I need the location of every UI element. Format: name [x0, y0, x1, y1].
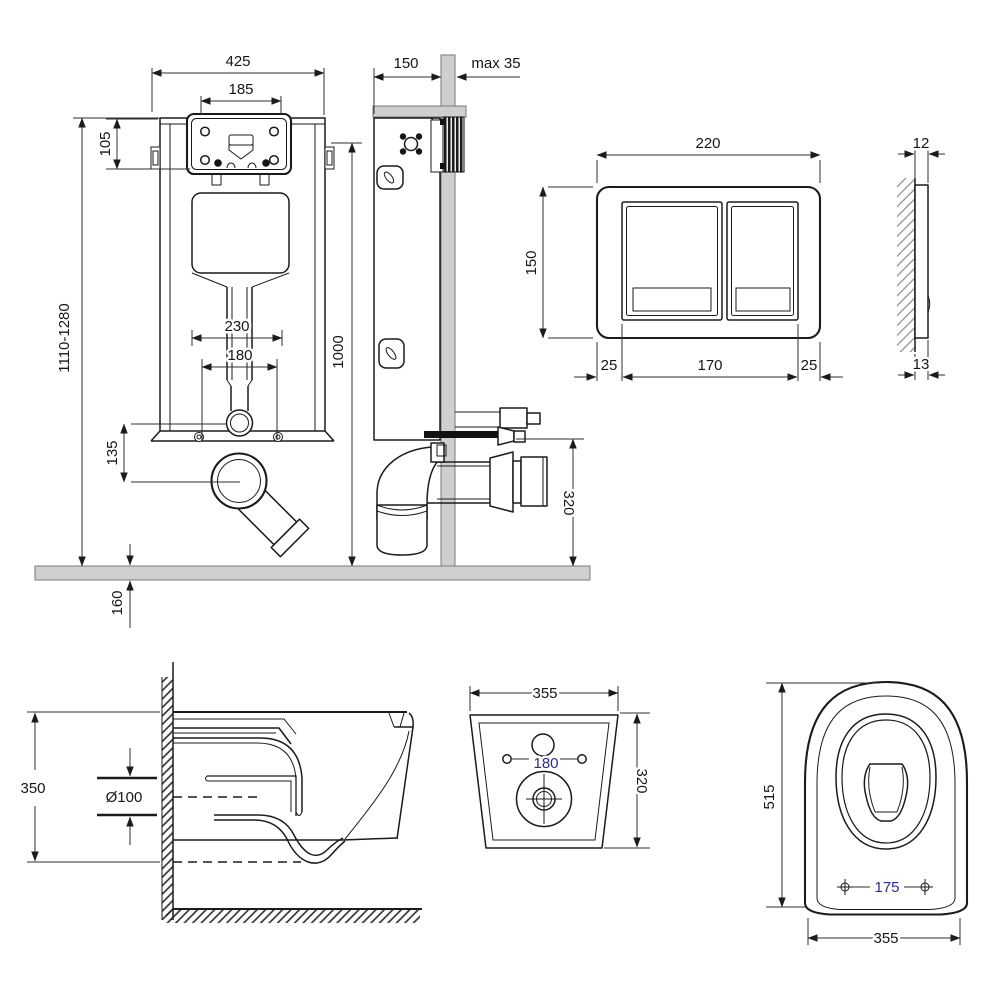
wall-section	[440, 54, 456, 567]
wall-bracket-right	[324, 146, 335, 170]
frame-front-dimensions: 425 185 105 1110-1280 230 180 135 160	[54, 51, 362, 628]
dim-bowl-height: 350	[20, 780, 45, 797]
floor-slab	[34, 565, 591, 581]
dim-rear-height: 320	[633, 768, 650, 793]
bowl-rear-outline	[469, 714, 619, 849]
dim-rear-width: 355	[532, 685, 557, 702]
flush-plate	[595, 185, 822, 340]
wall-hatch	[897, 178, 915, 352]
flush-plate-side-dimensions: 12 13	[898, 133, 945, 380]
dim-top-hole-spacing: 175	[874, 879, 899, 896]
bowl-side-dimensions: 350 Ø100	[18, 711, 160, 863]
flush-plate-side-view: 12 13	[897, 133, 945, 380]
dim-frame-drain-offset: 135	[104, 440, 121, 465]
mount-hole-left	[502, 754, 512, 764]
frame-side-dimensions: 150 max 35 320	[373, 53, 584, 567]
dim-top-width: 355	[873, 930, 898, 947]
flush-plate-in-wall-block	[442, 116, 465, 173]
flush-plate-dimensions: 220 150 25 170 25	[521, 133, 843, 381]
flush-pipe-through-wall	[424, 431, 498, 438]
dim-bowl-pipe-diameter: Ø100	[106, 789, 143, 806]
bowl-top-dimensions: 515 175 355	[759, 682, 961, 950]
water-inlet-hole	[531, 733, 555, 757]
frame-side-view: 150 max 35 320	[372, 53, 584, 567]
dim-floor-thickness: 160	[109, 590, 126, 615]
dim-plate-width: 220	[695, 135, 720, 152]
flush-button-small	[726, 201, 799, 321]
dim-frame-box-height: 105	[97, 131, 114, 156]
dim-side-depth: 150	[393, 55, 418, 72]
dim-plate-height: 150	[523, 250, 540, 275]
flush-plate-front-view: 220 150 25 170 25	[521, 133, 843, 381]
drain-outlet-circle	[210, 452, 268, 510]
ceiling-bracket-band	[372, 105, 467, 118]
wall-hatch	[162, 677, 173, 920]
bowl-rear-dimensions: 355 180 320	[469, 683, 653, 849]
dim-plate-margin-left: 25	[601, 357, 618, 374]
dim-frame-pipe-inner: 180	[227, 347, 252, 364]
dim-plate-thickness-bottom: 13	[913, 356, 930, 373]
seat-opening-outer	[835, 713, 937, 850]
dim-frame-width: 425	[225, 53, 250, 70]
dim-rear-hole-spacing: 180	[533, 755, 558, 772]
dim-side-drain-height: 320	[560, 490, 577, 515]
dim-plate-margin-right: 25	[801, 357, 818, 374]
bowl-section-profile	[173, 710, 414, 864]
dim-side-wall-max: max 35	[471, 55, 520, 72]
drain-hole	[515, 770, 573, 828]
hanger-tab-upper	[376, 165, 404, 190]
floor-hatch	[166, 910, 420, 923]
waste-pipe-flange	[489, 451, 514, 513]
dim-top-length: 515	[761, 784, 778, 809]
bowl-top-view: 515 175 355	[759, 680, 969, 950]
seat-mount-holes	[837, 879, 933, 895]
cistern-access-box	[185, 112, 293, 176]
bowl-rear-view: 355 180 320	[469, 683, 653, 849]
water-supply-fitting	[499, 407, 528, 429]
dim-plate-buttons-width: 170	[697, 357, 722, 374]
dim-frame-pipe-width: 230	[224, 318, 249, 335]
dim-frame-inner-width: 185	[228, 81, 253, 98]
mount-hole-right	[577, 754, 587, 764]
dim-side-mount-height: 1000	[330, 335, 347, 368]
bowl-top-outline	[803, 680, 969, 916]
bowl-side-view: 350 Ø100	[18, 662, 422, 923]
dim-plate-thickness-top: 12	[913, 135, 930, 152]
flush-mechanism-fitting	[399, 133, 423, 155]
flush-button-large	[621, 201, 723, 321]
wall-bracket-left	[150, 146, 161, 170]
flush-plate-profile	[914, 184, 929, 339]
drain-well	[863, 763, 909, 822]
frame-front-view: 425 185 105 1110-1280 230 180 135 160	[54, 51, 362, 628]
cistern-tank	[191, 192, 290, 274]
hanger-tab-lower	[378, 338, 405, 369]
dim-frame-height-range: 1110-1280	[56, 303, 73, 373]
